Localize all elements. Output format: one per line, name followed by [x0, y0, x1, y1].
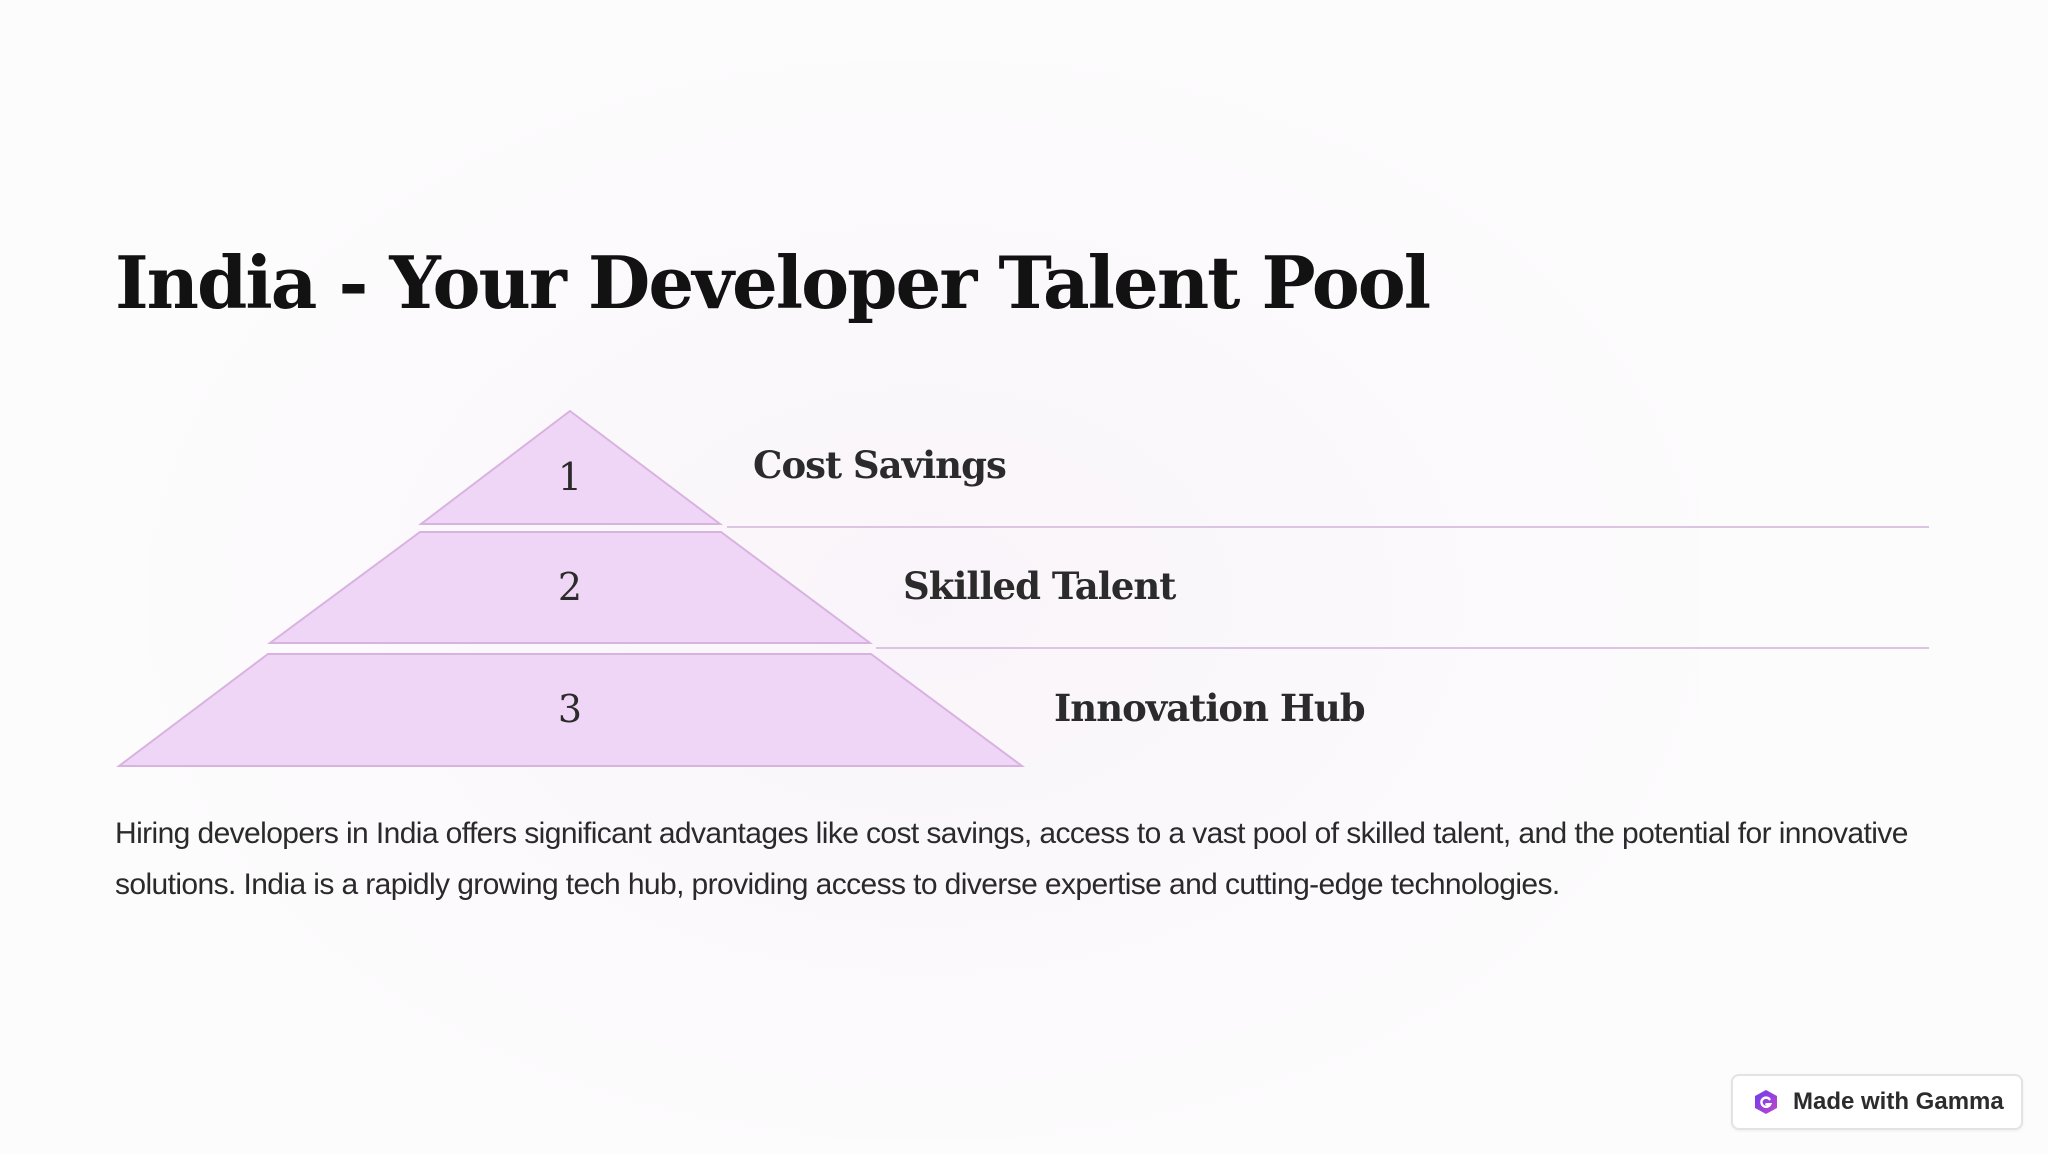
pyramid-level-3-label: Innovation Hub	[1054, 686, 1366, 730]
made-with-gamma-badge[interactable]: Made with Gamma	[1731, 1074, 2023, 1130]
slide-description: Hiring developers in India offers signif…	[115, 817, 1908, 901]
pyramid-level-3-number: 3	[557, 687, 583, 731]
pyramid-level-2-shape	[266, 531, 874, 644]
pyramid-level-1-number: 1	[557, 455, 583, 499]
badge-label: Made with Gamma	[1793, 1088, 2004, 1115]
slide-title: India - Your Developer Talent Pool	[115, 240, 1431, 325]
gamma-logo-icon	[1755, 1090, 1777, 1114]
pyramid-level-2-number: 2	[557, 565, 583, 609]
pyramid-level-1-shape	[418, 409, 723, 525]
pyramid-level-3-shape	[116, 653, 1026, 767]
pyramid-level-1-label: Cost Savings	[753, 443, 1007, 487]
pyramid-level-2-label: Skilled Talent	[903, 564, 1176, 608]
